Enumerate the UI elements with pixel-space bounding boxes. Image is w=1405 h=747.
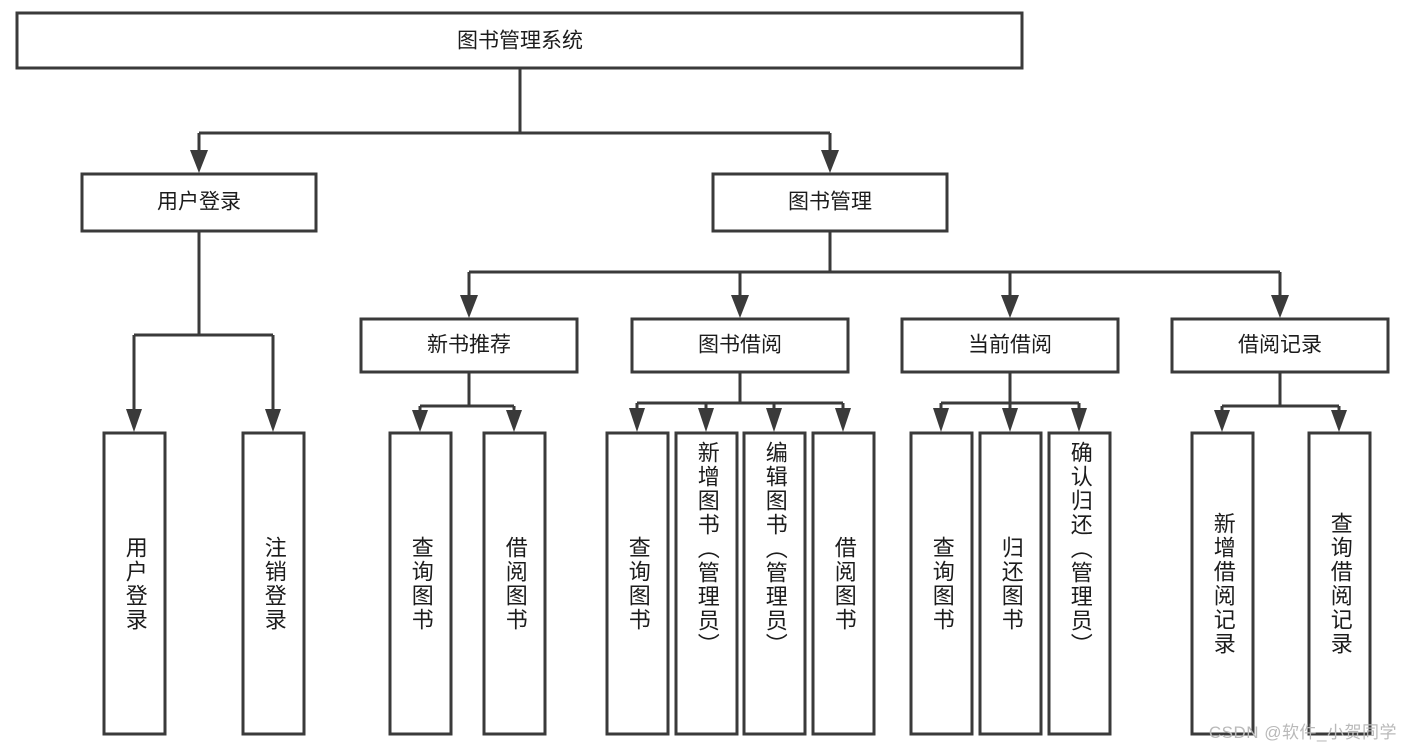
arrow-book-borrow-leaf-2 [698,408,714,432]
connector-group-borrow-record-to-leaves [1214,373,1347,432]
leaf-box-book-borrow-2[interactable] [674,431,739,736]
node-current-borrow-label: 当前借阅 [968,334,1052,357]
arrow-user-login-leaf-2 [265,409,281,432]
node-book-manage-label: 图书管理 [788,191,872,214]
arrow-to-book-borrow [731,295,749,318]
arrow-new-book-leaf-2 [506,410,522,432]
csdn-watermark: CSDN @软件_小贺同学 [1208,723,1397,742]
node-current-borrow[interactable]: 当前借阅 [900,317,1120,374]
arrow-borrow-record-leaf-2 [1331,410,1347,432]
arrow-book-borrow-leaf-3 [766,408,782,432]
node-book-manage-box[interactable] [711,172,949,233]
arrow-current-borrow-leaf-2 [1002,408,1018,432]
connector-group-user-login-to-leaves [126,232,281,432]
connector-group-current-borrow-to-leaves [933,373,1087,432]
connector-group-root-to-level2 [190,68,839,173]
leaf-box-book-borrow-3[interactable] [742,431,807,736]
node-book-borrow-box[interactable] [630,317,850,374]
node-new-book-recommend-box[interactable] [359,317,579,374]
node-new-book-recommend-label: 新书推荐 [427,334,511,357]
node-current-borrow-box[interactable] [900,317,1120,374]
leaf-box-current-borrow-2[interactable] [978,431,1043,736]
leaf-box-user-login-2[interactable] [241,431,306,736]
leaf-box-book-borrow-4[interactable] [811,431,876,736]
node-root[interactable]: 图书管理系统 [15,11,1024,70]
leaf-box-current-borrow-1[interactable] [909,431,974,736]
leaf-box-borrow-record-1[interactable] [1190,431,1255,736]
node-user-login[interactable]: 用户登录 [80,172,318,233]
arrow-root-to-user-login [190,150,208,173]
leaf-box-new-book-2[interactable] [482,431,547,736]
node-borrow-record[interactable]: 借阅记录 [1170,317,1390,374]
leaf-box-book-borrow-1[interactable] [605,431,670,736]
arrow-borrow-record-leaf-1 [1214,410,1230,432]
connector-group-book-borrow-to-leaves [629,373,851,432]
node-book-manage[interactable]: 图书管理 [711,172,949,233]
node-new-book-recommend[interactable]: 新书推荐 [359,317,579,374]
leaf-box-current-borrow-3[interactable] [1047,431,1112,736]
arrow-current-borrow-leaf-3 [1071,408,1087,432]
leaf-box-new-book-1[interactable] [388,431,453,736]
node-root-box[interactable] [15,11,1024,70]
node-user-login-box[interactable] [80,172,318,233]
arrow-book-borrow-leaf-1 [629,408,645,432]
connector-group-book-manage-to-level3 [460,232,1289,318]
node-book-borrow[interactable]: 图书借阅 [630,317,850,374]
arrow-current-borrow-leaf-1 [933,408,949,432]
arrow-to-new-book-recommend [460,295,478,318]
arrow-book-borrow-leaf-4 [835,408,851,432]
arrow-new-book-leaf-1 [412,410,428,432]
arrow-root-to-book-manage [821,150,839,173]
node-borrow-record-label: 借阅记录 [1238,334,1322,357]
arrow-user-login-leaf-1 [126,409,142,432]
leaf-box-user-login-1[interactable] [102,431,167,736]
arrow-to-borrow-record [1271,295,1289,318]
connector-group-new-book-recommend-to-leaves [412,373,522,432]
node-borrow-record-box[interactable] [1170,317,1390,374]
leaf-box-borrow-record-2[interactable] [1307,431,1372,736]
node-root-label: 图书管理系统 [457,30,583,53]
node-user-login-label: 用户登录 [157,191,241,214]
node-book-borrow-label: 图书借阅 [698,334,782,357]
arrow-to-current-borrow [1001,295,1019,318]
